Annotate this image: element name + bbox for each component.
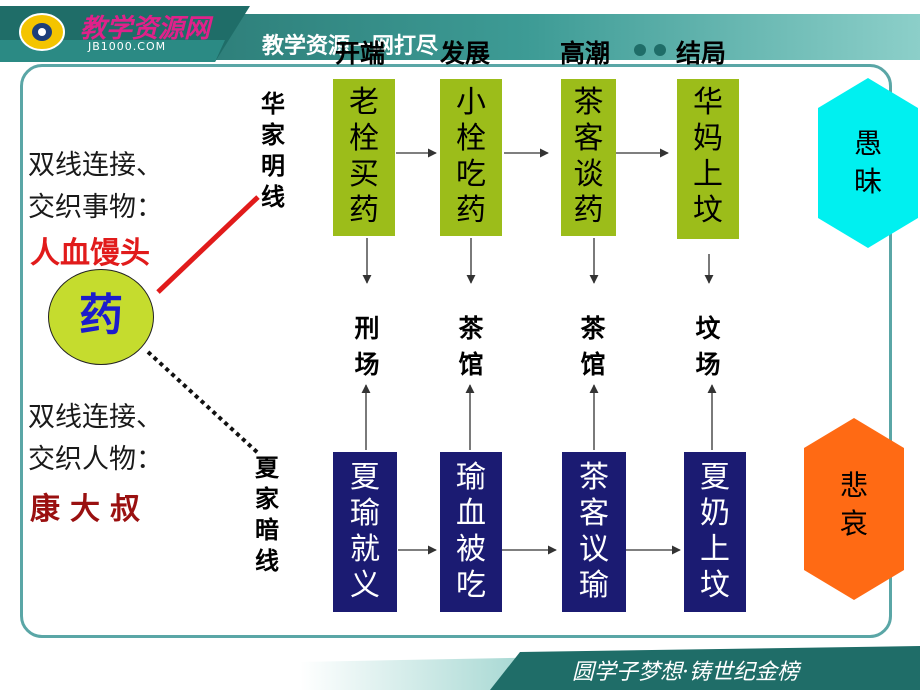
box-char: 瑜 [456, 460, 486, 495]
hex-char: 昧 [853, 165, 882, 198]
box-char: 谈 [573, 157, 604, 192]
box-char: 夏 [350, 460, 380, 495]
top-box-3: 茶 客 谈 药 [561, 79, 616, 236]
box-char: 华 [693, 85, 723, 120]
place-char: 馆 [580, 350, 606, 379]
bright-line-label: 华 家 明 线 [258, 88, 288, 212]
place-char: 刑 [354, 314, 380, 343]
hexagon-bottom-label: 悲 哀 [824, 467, 884, 543]
hex-char: 悲 [839, 469, 868, 502]
center-label: 药 [79, 290, 123, 341]
box-char: 妈 [693, 121, 723, 156]
box-char: 义 [350, 568, 380, 603]
box-char: 奶 [700, 496, 730, 531]
footer-slogan: 圆学子梦想·铸世纪金榜 [572, 660, 799, 685]
place-char: 茶 [580, 314, 606, 343]
box-char: 上 [693, 157, 723, 192]
box-char: 上 [700, 532, 730, 567]
box-char: 茶 [573, 85, 604, 120]
bright-char: 家 [261, 120, 285, 149]
box-char: 药 [349, 193, 379, 228]
place-char: 茶 [458, 314, 484, 343]
content-frame [20, 64, 892, 638]
hexagon-top-label: 愚 昧 [838, 125, 898, 201]
bottom-box-1: 夏 瑜 就 义 [333, 452, 397, 612]
box-char: 坟 [693, 193, 723, 228]
dark-char: 线 [255, 546, 279, 575]
top-box-1: 老 栓 买 药 [333, 79, 395, 236]
bottom-highlight: 康大叔 [30, 492, 150, 527]
box-char: 血 [456, 496, 486, 531]
box-char: 瑜 [350, 496, 380, 531]
place-char: 场 [695, 350, 721, 379]
box-char: 老 [349, 85, 379, 120]
bright-line-connector [156, 195, 260, 294]
bottom-box-4: 夏 奶 上 坟 [684, 452, 746, 612]
top-highlight: 人血馒头 [30, 236, 150, 271]
top-box-2: 小 栓 吃 药 [440, 79, 502, 236]
box-char: 被 [456, 532, 486, 567]
hexagon-top [818, 78, 918, 248]
place-graveyard: 坟 场 [678, 311, 738, 383]
dark-char: 家 [255, 484, 279, 513]
box-char: 药 [573, 193, 604, 228]
dark-char: 暗 [255, 515, 279, 544]
center-circle [48, 269, 154, 365]
box-char: 夏 [700, 460, 730, 495]
bottom-note-line2: 交织人物： [28, 444, 163, 475]
bottom-note-line1: 双线连接、 [28, 402, 163, 433]
box-char: 就 [350, 532, 380, 567]
hex-char: 愚 [853, 127, 882, 160]
top-note-line1: 双线连接、 [28, 150, 163, 181]
hexagon-bottom [804, 418, 904, 600]
stage-label-development: 发展 [440, 39, 491, 68]
logo-text: 教学资源网 [80, 14, 211, 44]
box-char: 议 [579, 532, 609, 567]
box-char: 茶 [579, 460, 609, 495]
box-char: 吃 [456, 568, 486, 603]
place-char: 场 [354, 350, 380, 379]
box-char: 买 [349, 157, 379, 192]
bottom-box-2: 瑜 血 被 吃 [440, 452, 502, 612]
box-char: 客 [573, 121, 604, 156]
stage-label-ending: 结局 [676, 39, 727, 68]
box-char: 小 [456, 85, 486, 120]
bright-char: 明 [261, 151, 285, 180]
box-char: 吃 [456, 157, 486, 192]
dark-char: 夏 [255, 453, 279, 482]
box-char: 坟 [700, 568, 730, 603]
footer-banner [300, 646, 920, 690]
box-char: 客 [579, 496, 609, 531]
bright-char: 华 [261, 89, 285, 118]
box-char: 瑜 [579, 568, 609, 603]
place-teahouse-2: 茶 馆 [563, 311, 623, 383]
place-teahouse-1: 茶 馆 [441, 311, 501, 383]
stage-label-opening: 开端 [335, 39, 386, 68]
top-box-4: 华 妈 上 坟 [677, 79, 739, 239]
place-char: 坟 [695, 314, 721, 343]
place-char: 馆 [458, 350, 484, 379]
header-slogan: 教学资源一网打尽 [262, 34, 439, 59]
stage-label-climax: 高潮 [560, 39, 611, 68]
place-execution-ground: 刑 场 [337, 311, 397, 383]
bottom-box-3: 茶 客 议 瑜 [562, 452, 626, 612]
top-note-line2: 交织事物： [28, 192, 163, 223]
box-char: 栓 [456, 121, 486, 156]
header-banner [0, 0, 920, 66]
dark-line-connector [146, 350, 260, 455]
dark-line-label: 夏 家 暗 线 [252, 452, 282, 576]
box-char: 药 [456, 193, 486, 228]
box-char: 栓 [349, 121, 379, 156]
bright-char: 线 [261, 182, 285, 211]
hex-char: 哀 [839, 507, 868, 540]
logo-subtitle: JB1000.COM [88, 40, 167, 53]
